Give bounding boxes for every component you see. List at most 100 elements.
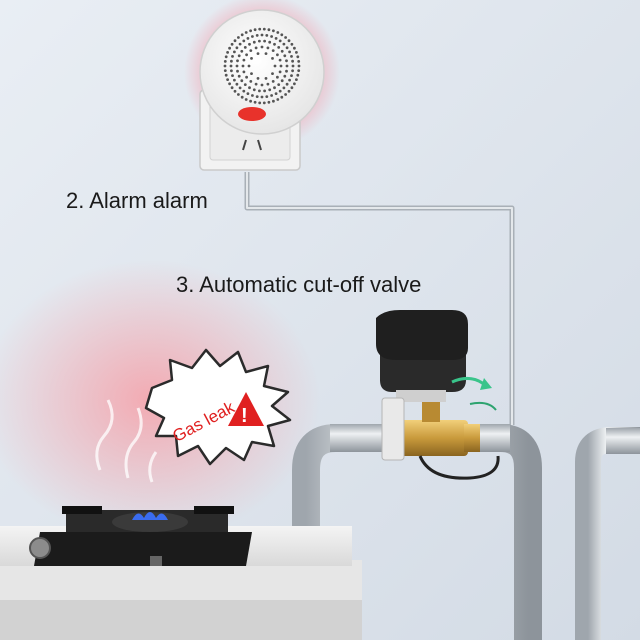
speaker-hole xyxy=(276,75,279,79)
speaker-hole xyxy=(229,64,233,68)
speaker-hole xyxy=(260,45,264,49)
speaker-hole xyxy=(274,92,278,95)
speaker-hole xyxy=(233,89,237,93)
speaker-hole xyxy=(246,37,250,40)
speaker-hole xyxy=(240,49,244,53)
speaker-hole xyxy=(251,35,254,38)
speaker-hole xyxy=(238,86,242,90)
speaker-hole xyxy=(287,89,291,93)
speaker-hole xyxy=(249,29,253,33)
speaker-hole xyxy=(290,55,293,58)
speaker-hole xyxy=(271,72,274,75)
speaker-hole xyxy=(296,73,300,77)
speaker-hole xyxy=(271,80,275,83)
step-label-alarm: 2. Alarm alarm xyxy=(66,188,208,213)
speaker-hole xyxy=(241,64,245,68)
speaker-hole xyxy=(244,31,248,34)
speaker-hole xyxy=(242,39,246,43)
speaker-hole xyxy=(272,99,275,103)
speaker-hole xyxy=(273,86,276,90)
speaker-hole xyxy=(254,82,258,86)
speaker-hole xyxy=(282,42,286,46)
speaker-hole xyxy=(252,40,256,44)
speaker-hole xyxy=(287,39,291,43)
speaker-hole xyxy=(270,94,273,97)
speaker-hole xyxy=(250,72,253,75)
speaker-hole xyxy=(272,29,275,33)
speaker-hole xyxy=(264,77,268,80)
speaker-hole xyxy=(268,88,272,92)
speaker-hole xyxy=(278,89,282,93)
burst-shape xyxy=(144,348,292,466)
speaker-hole xyxy=(296,55,300,59)
speaker-hole xyxy=(240,79,244,83)
speaker-hole xyxy=(280,49,284,53)
speaker-hole xyxy=(228,46,232,50)
warning-symbol: ! xyxy=(241,405,248,427)
speaker-hole xyxy=(233,50,236,54)
speaker-hole xyxy=(224,73,228,77)
speaker-hole xyxy=(228,82,232,86)
blue-flame-icon xyxy=(132,512,168,520)
speaker-hole xyxy=(254,46,258,50)
speaker-hole xyxy=(240,33,244,37)
speaker-hole xyxy=(230,69,233,73)
speaker-hole xyxy=(223,69,227,72)
speaker-hole xyxy=(236,59,239,63)
speaker-hole xyxy=(235,46,239,50)
stove-burner xyxy=(112,512,188,532)
speaker-hole xyxy=(226,78,230,81)
alarm-indicator-light xyxy=(238,107,266,121)
speaker-hole xyxy=(267,28,271,32)
speaker-hole xyxy=(245,53,249,57)
speaker-hole xyxy=(249,99,253,103)
speaker-hole xyxy=(235,64,239,68)
speaker-hole xyxy=(258,89,261,93)
speaker-hole xyxy=(233,78,236,82)
speaker-hole xyxy=(267,100,271,104)
speaker-hole xyxy=(277,83,281,86)
speaker-hole xyxy=(230,59,233,63)
speaker-hole xyxy=(262,101,266,105)
speaker-hole xyxy=(291,59,294,63)
speaker-hole xyxy=(297,60,301,63)
speaker-hole xyxy=(247,64,251,68)
speaker-hole xyxy=(284,93,287,96)
speaker-hole xyxy=(263,39,266,43)
speaker-hole xyxy=(260,95,264,99)
speaker-hole xyxy=(297,64,301,68)
gas-stove xyxy=(29,506,252,566)
speaker-hole xyxy=(237,74,241,78)
speaker-hole xyxy=(262,27,266,31)
speaker-hole xyxy=(288,78,291,82)
speaker-hole xyxy=(223,60,227,63)
speaker-hole xyxy=(224,55,228,59)
speaker-hole xyxy=(297,69,301,72)
alarm-body xyxy=(199,9,325,135)
speaker-hole xyxy=(258,101,262,105)
speaker-hole xyxy=(268,40,272,44)
speaker-hole xyxy=(280,33,284,37)
gas-smoke xyxy=(95,399,158,483)
speaker-hole xyxy=(295,51,298,54)
speaker-hole xyxy=(249,49,253,52)
stove-knob xyxy=(29,537,51,559)
gas-alarm-device xyxy=(184,0,340,171)
speaker-hole xyxy=(237,36,240,39)
speaker-hole xyxy=(279,64,283,68)
speaker-hole xyxy=(256,77,260,80)
warning-icon xyxy=(228,392,264,426)
speaker-hole xyxy=(278,39,282,43)
speaker-hole xyxy=(242,58,246,62)
speaker-hole xyxy=(274,37,278,40)
speaker-hole xyxy=(249,80,253,83)
speaker-hole xyxy=(276,53,279,57)
speaker-hole xyxy=(252,88,256,92)
speaker-hole xyxy=(277,46,281,49)
speaker-hole xyxy=(255,95,259,98)
speaker-hole xyxy=(278,70,282,74)
speaker-hole xyxy=(230,86,234,90)
speaker-hole xyxy=(273,42,276,46)
speaker-hole xyxy=(258,39,261,43)
speaker-hole xyxy=(248,86,251,90)
